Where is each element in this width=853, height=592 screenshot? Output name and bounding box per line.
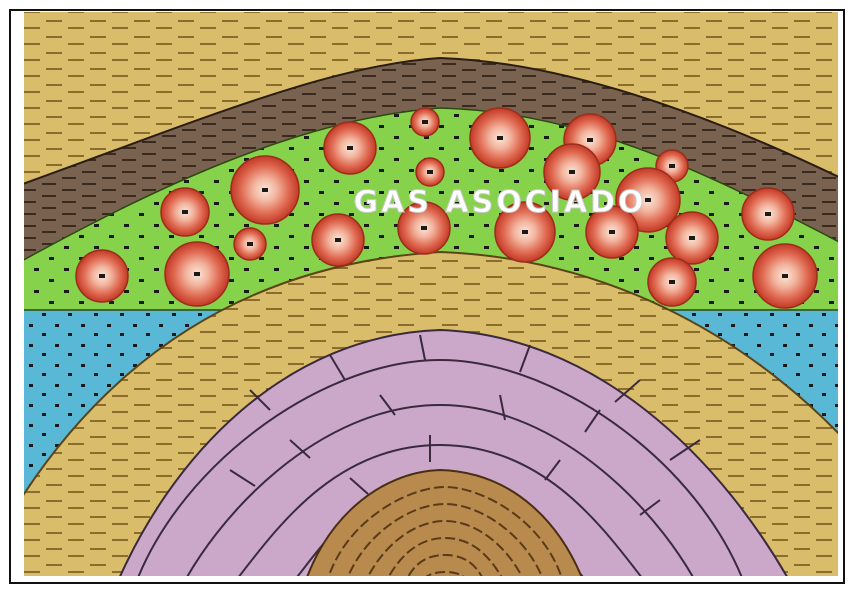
- gas-bubble-dot: [347, 146, 353, 150]
- gas-bubble-dot: [669, 280, 675, 284]
- gas-bubble-dot: [522, 230, 528, 234]
- gas-bubble-dot: [422, 120, 428, 124]
- gas-bubble-dot: [247, 242, 253, 246]
- gas-bubble-dot: [427, 170, 433, 174]
- gas-bubble-dot: [335, 238, 341, 242]
- gas-asociado-label: GAS ASOCIADO: [353, 185, 646, 220]
- gas-bubble-dot: [182, 210, 188, 214]
- gas-bubble-dot: [689, 236, 695, 240]
- gas-bubble-dot: [669, 164, 675, 168]
- gas-bubble-dot: [765, 212, 771, 216]
- gas-bubble-dot: [782, 274, 788, 278]
- gas-bubble-dot: [609, 230, 615, 234]
- gas-bubble-dot: [569, 170, 575, 174]
- gas-bubble-dot: [194, 272, 200, 276]
- gas-bubble-dot: [99, 274, 105, 278]
- gas-bubble-dot: [497, 136, 503, 140]
- gas-bubble-dot: [262, 188, 268, 192]
- gas-bubble-dot: [421, 226, 427, 230]
- gas-bubble-dot: [587, 138, 593, 142]
